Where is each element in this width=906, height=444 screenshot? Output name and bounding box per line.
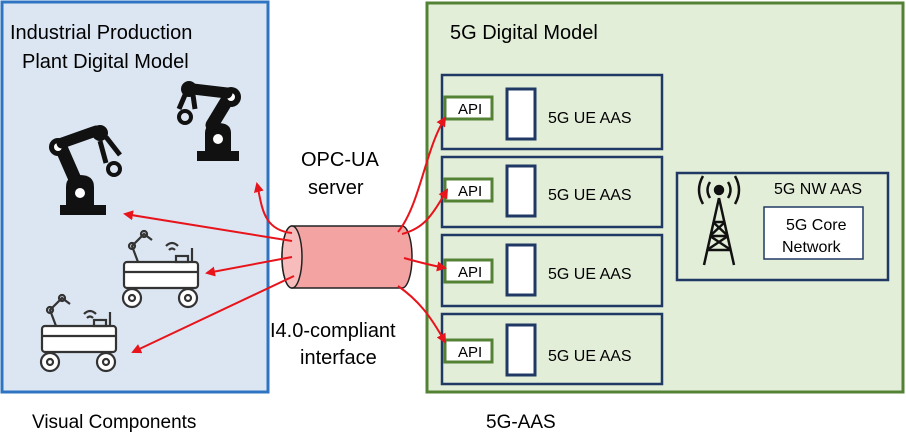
arrow-to-mobile-robot-2 <box>131 275 295 354</box>
ue-aas-module: API 5G UE AAS <box>440 312 664 386</box>
arrow-to-mobile-robot-1 <box>205 256 293 277</box>
ue-aas-label: 5G UE AAS <box>548 110 632 127</box>
arrow-to-robot-arm-left <box>123 210 293 242</box>
opcua-label-line2: server <box>308 177 364 199</box>
5g-panel-title: 5G Digital Model <box>450 22 598 44</box>
ue-aas-label: 5G UE AAS <box>548 187 632 204</box>
api-label: API <box>458 183 482 200</box>
opcua-label-line1: OPC-UA <box>301 149 379 171</box>
arrow-to-api-3 <box>403 257 447 272</box>
interface-label-line1: I4.0-compliant <box>270 320 396 342</box>
device-icon <box>505 243 537 297</box>
connection-arrows <box>123 116 449 354</box>
nw-aas-box: 5G NW AAS 5G Core Network <box>675 171 890 282</box>
visual-components-caption: Visual Components <box>32 412 196 433</box>
device-icon <box>505 323 537 377</box>
robot-arm-icon <box>49 125 122 215</box>
api-label: API <box>458 264 482 281</box>
plant-digital-model-panel: Industrial Production Plant Digital Mode… <box>0 0 270 394</box>
ue-aas-module: API 5G UE AAS <box>440 233 664 308</box>
opcua-interface-pipe <box>281 225 413 289</box>
cell-tower-icon <box>697 175 741 266</box>
ue-aas-module: API 5G UE AAS <box>440 73 664 151</box>
interface-label-line2: interface <box>300 347 377 369</box>
api-label: API <box>458 344 482 361</box>
plant-title-line2: Plant Digital Model <box>22 51 189 73</box>
ue-aas-label: 5G UE AAS <box>548 266 632 283</box>
arrow-to-api-4 <box>397 285 446 344</box>
arrow-to-robot-arm-top <box>253 182 293 234</box>
ue-aas-label: 5G UE AAS <box>548 348 632 365</box>
device-icon <box>505 87 537 141</box>
mobile-robot-icon <box>121 229 200 309</box>
api-label: API <box>458 101 482 118</box>
5g-aas-caption: 5G-AAS <box>486 412 556 433</box>
core-network-line2: Network <box>782 239 842 256</box>
plant-title-line1: Industrial Production <box>10 22 192 44</box>
arrow-to-api-1 <box>397 116 447 233</box>
robot-arm-icon <box>176 81 241 161</box>
device-icon <box>505 164 537 218</box>
core-network-line1: 5G Core <box>786 217 847 234</box>
arrow-to-api-2 <box>401 188 449 235</box>
nw-aas-title: 5G NW AAS <box>774 181 862 198</box>
mobile-robot-icon <box>39 293 118 373</box>
